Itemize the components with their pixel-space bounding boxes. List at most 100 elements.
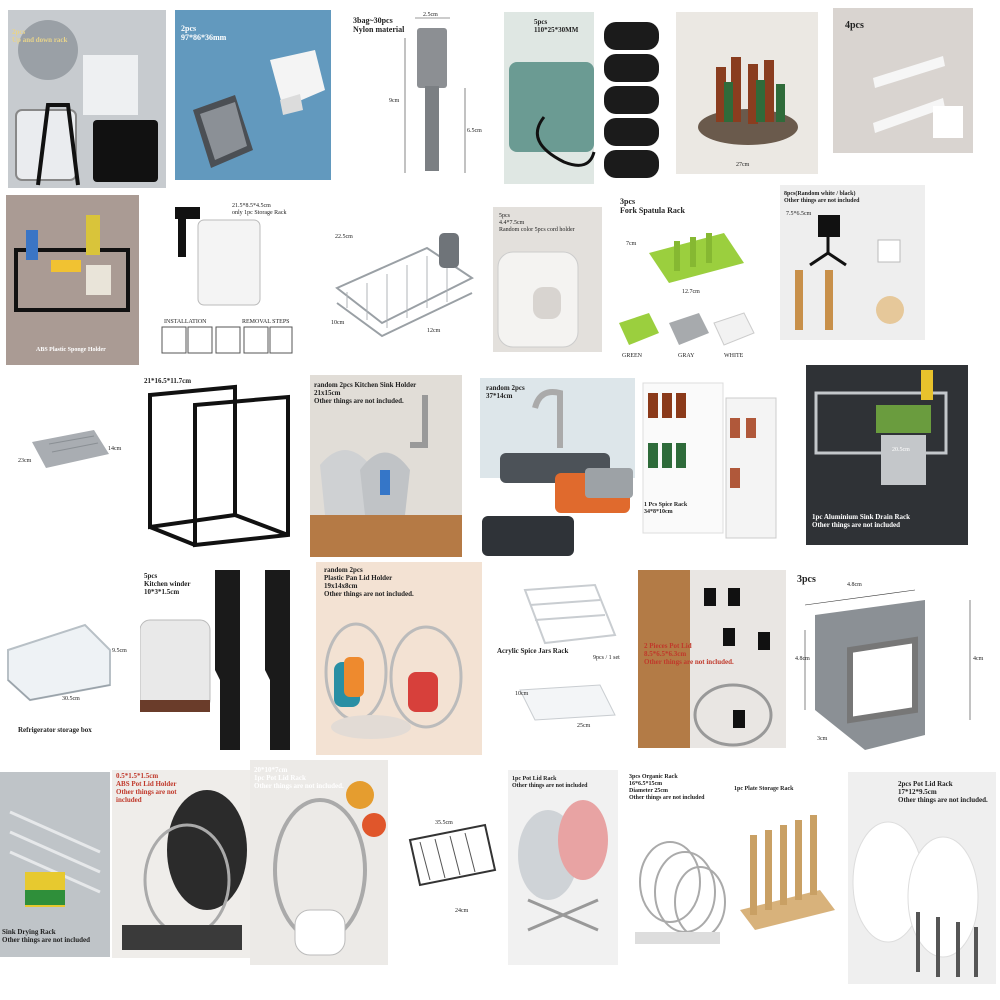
tile-caption: 5pcs Kitchen winder 10*3*1.5cm	[144, 572, 191, 597]
product-tile-wall-hook: 2pcs 97*86*36mm	[175, 10, 331, 180]
dimension-label: 2.5cm	[423, 12, 438, 18]
dimension-label: 6.5cm	[467, 128, 482, 134]
tile-caption: 3pcs Organic Rack 16*6.5*15cm Diameter 2…	[629, 774, 705, 801]
product-tile-kitchen-winder: 5pcs Kitchen winder 10*3*1.5cm	[140, 560, 303, 755]
product-tile-cord-holder: 5pcs 4.4*7.5cm Random color 5pcs cord ho…	[493, 207, 602, 352]
product-tile-soap-tray: 23cm 14cm	[14, 412, 126, 482]
product-tile-acrylic-spice: Acrylic Spice Jars Rack 9pcs / 1 set 10c…	[485, 575, 635, 735]
wall-hook-image	[175, 10, 331, 180]
tile-caption: ABS Plastic Sponge Holder	[36, 347, 106, 353]
tile-caption: 1pc Plate Storage Rack	[734, 786, 794, 792]
dimension-label: 4.8cm	[847, 582, 862, 588]
tile-caption: 2 Pieces Pot Lid 8.5*6.5*6.3cm Other thi…	[644, 642, 734, 667]
dimension-label: 20.5cm	[892, 447, 910, 453]
tile-caption: 5pcs 110*25*30MM	[534, 18, 579, 35]
product-tile-sponge-rack: 2pcs Up and down rack	[8, 10, 166, 188]
pot-lid-hook-image	[638, 570, 786, 748]
tile-caption: random 2pcs Kitchen Sink Holder 21x15cm …	[314, 381, 417, 406]
sink-drying-image	[0, 772, 110, 957]
product-tile-pot-lid-hook: 2 Pieces Pot Lid 8.5*6.5*6.3cm Other thi…	[638, 570, 786, 748]
dimension-label: 10cm	[515, 691, 529, 697]
step-label: INSTALLATION	[164, 319, 207, 325]
product-tile-drain-rack: 1pc Aluminium Sink Drain Rack Other thin…	[806, 365, 968, 545]
tile-caption: 5pcs 4.4*7.5cm Random color 5pcs cord ho…	[499, 213, 575, 233]
expandable-rack-image	[408, 823, 497, 887]
tile-caption: 2pcs 97*86*36mm	[181, 24, 227, 43]
tile-caption: Refrigerator storage box	[18, 726, 92, 734]
dimension-label: 9cm	[389, 98, 400, 104]
soap-tray-image	[32, 430, 109, 468]
product-tile-lid-rack-pair: 2pcs Pot Lid Rack 17*12*9.5cm Other thin…	[848, 772, 996, 984]
dimension-label: 14cm	[108, 446, 122, 452]
dimension-label: 9.5cm	[112, 648, 127, 654]
wire-basket-image	[335, 233, 474, 338]
lid-rack-white-image	[250, 760, 388, 965]
sink-holder-image	[310, 375, 462, 557]
dimension-label: 4cm	[973, 656, 984, 662]
product-tile-paper-towel-holder: 21.5*8.5*4.5cm only 1pc Storage Rack INS…	[150, 195, 295, 363]
step-label: REMOVAL STEPS	[242, 319, 290, 325]
color-option: GREEN	[622, 353, 642, 359]
tile-caption: 21.5*8.5*4.5cm only 1pc Storage Rack	[232, 203, 287, 216]
lid-organizer-image	[112, 770, 252, 958]
dimension-label: 3cm	[817, 736, 828, 742]
tile-caption: random 2pcs Plastic Pan Lid Holder 19x14…	[324, 566, 414, 599]
dimension-label: 35.5cm	[435, 820, 453, 826]
dimension-label: 23cm	[18, 458, 32, 464]
pot-lid-rack-image	[508, 770, 618, 965]
cord-winder-image	[504, 12, 659, 184]
pan-lid-holder-image	[316, 562, 482, 755]
product-tile-cord-winder: 5pcs 110*25*30MM	[504, 12, 666, 184]
fridge-box-image	[7, 623, 111, 702]
color-option: GRAY	[678, 353, 695, 359]
product-tile-faucet-mat: random 2pcs 37*14cm	[480, 378, 635, 558]
nylon-hook-image	[404, 17, 466, 173]
tile-caption: Sink Drying Rack Other things are not in…	[2, 928, 91, 945]
dimension-label: 4.8cm	[795, 656, 810, 662]
dimension-label: 7.5*6.5cm	[786, 211, 812, 217]
plate-stand-image	[148, 384, 290, 548]
product-tile-plate-storage: 1pc Plate Storage Rack	[730, 780, 842, 945]
tile-caption: 1 Pcs Spice Rack 34*8*10cm	[644, 502, 688, 515]
product-tile-organic-rack: 3pcs Organic Rack 16*6.5*15cm Diameter 2…	[625, 772, 727, 957]
product-tile-expandable-rack: 35.5cm 24cm	[405, 800, 500, 950]
lid-rack-pair-image	[848, 772, 996, 984]
tile-caption: 2pcs Up and down rack	[12, 28, 68, 45]
dimension-label: 30.5cm	[62, 696, 80, 702]
sponge-holder-image	[6, 195, 139, 365]
dimension-label: 27cm	[736, 162, 750, 168]
acrylic-spice-image	[519, 583, 617, 721]
tile-caption: 0.5*1.5*1.5cm ABS Pot Lid Holder Other t…	[116, 772, 177, 805]
product-tile-lid-rack-white: 20*10*7cm 1pc Pot Lid Rack Other things …	[250, 760, 388, 965]
product-tile-sink-drying: Sink Drying Rack Other things are not in…	[0, 772, 110, 957]
cord-holder-image	[493, 207, 602, 352]
product-tile-rotating-hook: 8pcs(Random white / black) Other things …	[780, 185, 925, 340]
rotating-hook-image	[780, 185, 925, 340]
dimension-label: 22.5cm	[335, 234, 353, 240]
product-tile-fridge-box: Refrigerator storage box 30.5cm 9.5cm	[0, 610, 130, 740]
product-tile-spice-turntable: 27cm	[676, 12, 818, 174]
lid-stand-image	[804, 589, 971, 750]
tile-caption: 1pc Pot Lid Rack Other things are not in…	[512, 776, 588, 789]
dimension-label: 12.7cm	[682, 289, 700, 295]
tile-caption: 3bag~30pcs Nylon material	[353, 16, 405, 35]
product-tile-pan-lid-holder: random 2pcs Plastic Pan Lid Holder 19x14…	[316, 562, 482, 755]
spatula-rack-image	[619, 233, 755, 346]
drain-rack-image	[806, 365, 968, 545]
product-tile-lid-organizer: 0.5*1.5*1.5cm ABS Pot Lid Holder Other t…	[112, 770, 252, 958]
kitchen-winder-image	[140, 570, 290, 750]
product-tile-pot-lid-rack: 1pc Pot Lid Rack Other things are not in…	[508, 770, 618, 965]
plate-storage-image	[740, 815, 835, 930]
tile-caption: 8pcs(Random white / black) Other things …	[784, 191, 860, 204]
faucet-mat-image	[480, 378, 635, 556]
paper-towel-image	[161, 207, 293, 354]
dimension-label: 12cm	[427, 328, 441, 334]
product-tile-sink-holder: random 2pcs Kitchen Sink Holder 21x15cm …	[310, 375, 462, 557]
spice-rack-image	[642, 382, 777, 539]
product-tile-sponge-holder: ABS Plastic Sponge Holder	[6, 195, 139, 365]
tile-caption: 21*16.5*11.7cm	[144, 377, 192, 385]
product-tile-spice-rack: 1 Pcs Spice Rack 34*8*10cm	[638, 378, 783, 553]
organic-rack-image	[635, 841, 726, 944]
product-tile-plate-stand: 21*16.5*11.7cm	[140, 375, 300, 553]
dimension-label: 10cm	[331, 320, 345, 326]
